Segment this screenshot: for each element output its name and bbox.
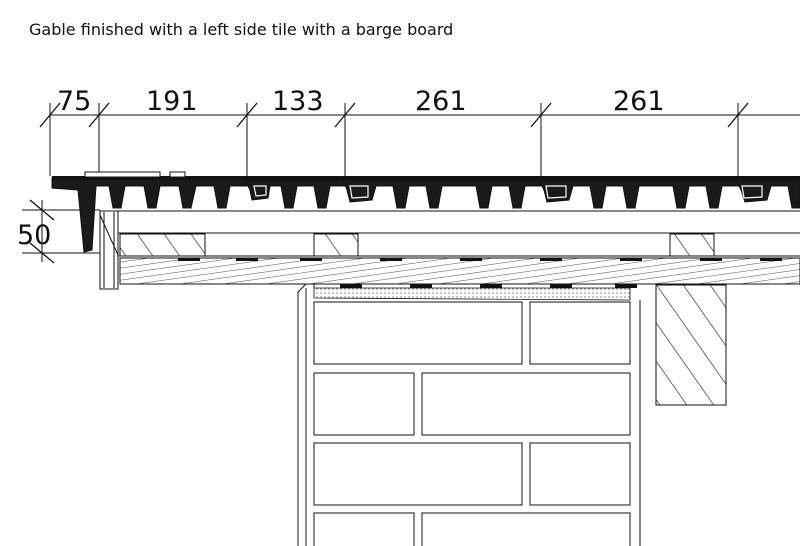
- masonry-wall: [297, 283, 641, 546]
- roof-tile-2: [244, 179, 346, 209]
- mortar-bed: [313, 287, 631, 301]
- drawing-caption: Gable finished with a left side tile wit…: [29, 20, 454, 39]
- roof-tile-4: [538, 179, 739, 209]
- horizontal-dimension-line: [39, 102, 800, 180]
- batten-right: [669, 233, 715, 257]
- membrane-dashes: [178, 258, 782, 288]
- batten-middle: [313, 233, 359, 257]
- roof-tiles: [51, 171, 800, 253]
- roof-tile-5: [735, 179, 800, 209]
- rafter-section: [655, 284, 727, 406]
- dimension-label-261-second: 261: [613, 86, 665, 117]
- sarking-board: [119, 257, 800, 285]
- left-side-tile: [51, 177, 248, 253]
- dimension-label-50: 50: [17, 220, 51, 251]
- roof-tile-3: [342, 179, 542, 209]
- batten-left: [119, 233, 206, 257]
- barge-board-assembly: [99, 210, 800, 290]
- dimension-label-133: 133: [272, 86, 324, 117]
- dimension-label-75: 75: [57, 86, 91, 117]
- dimension-label-261-first: 261: [415, 86, 467, 117]
- dimension-label-191: 191: [146, 86, 198, 117]
